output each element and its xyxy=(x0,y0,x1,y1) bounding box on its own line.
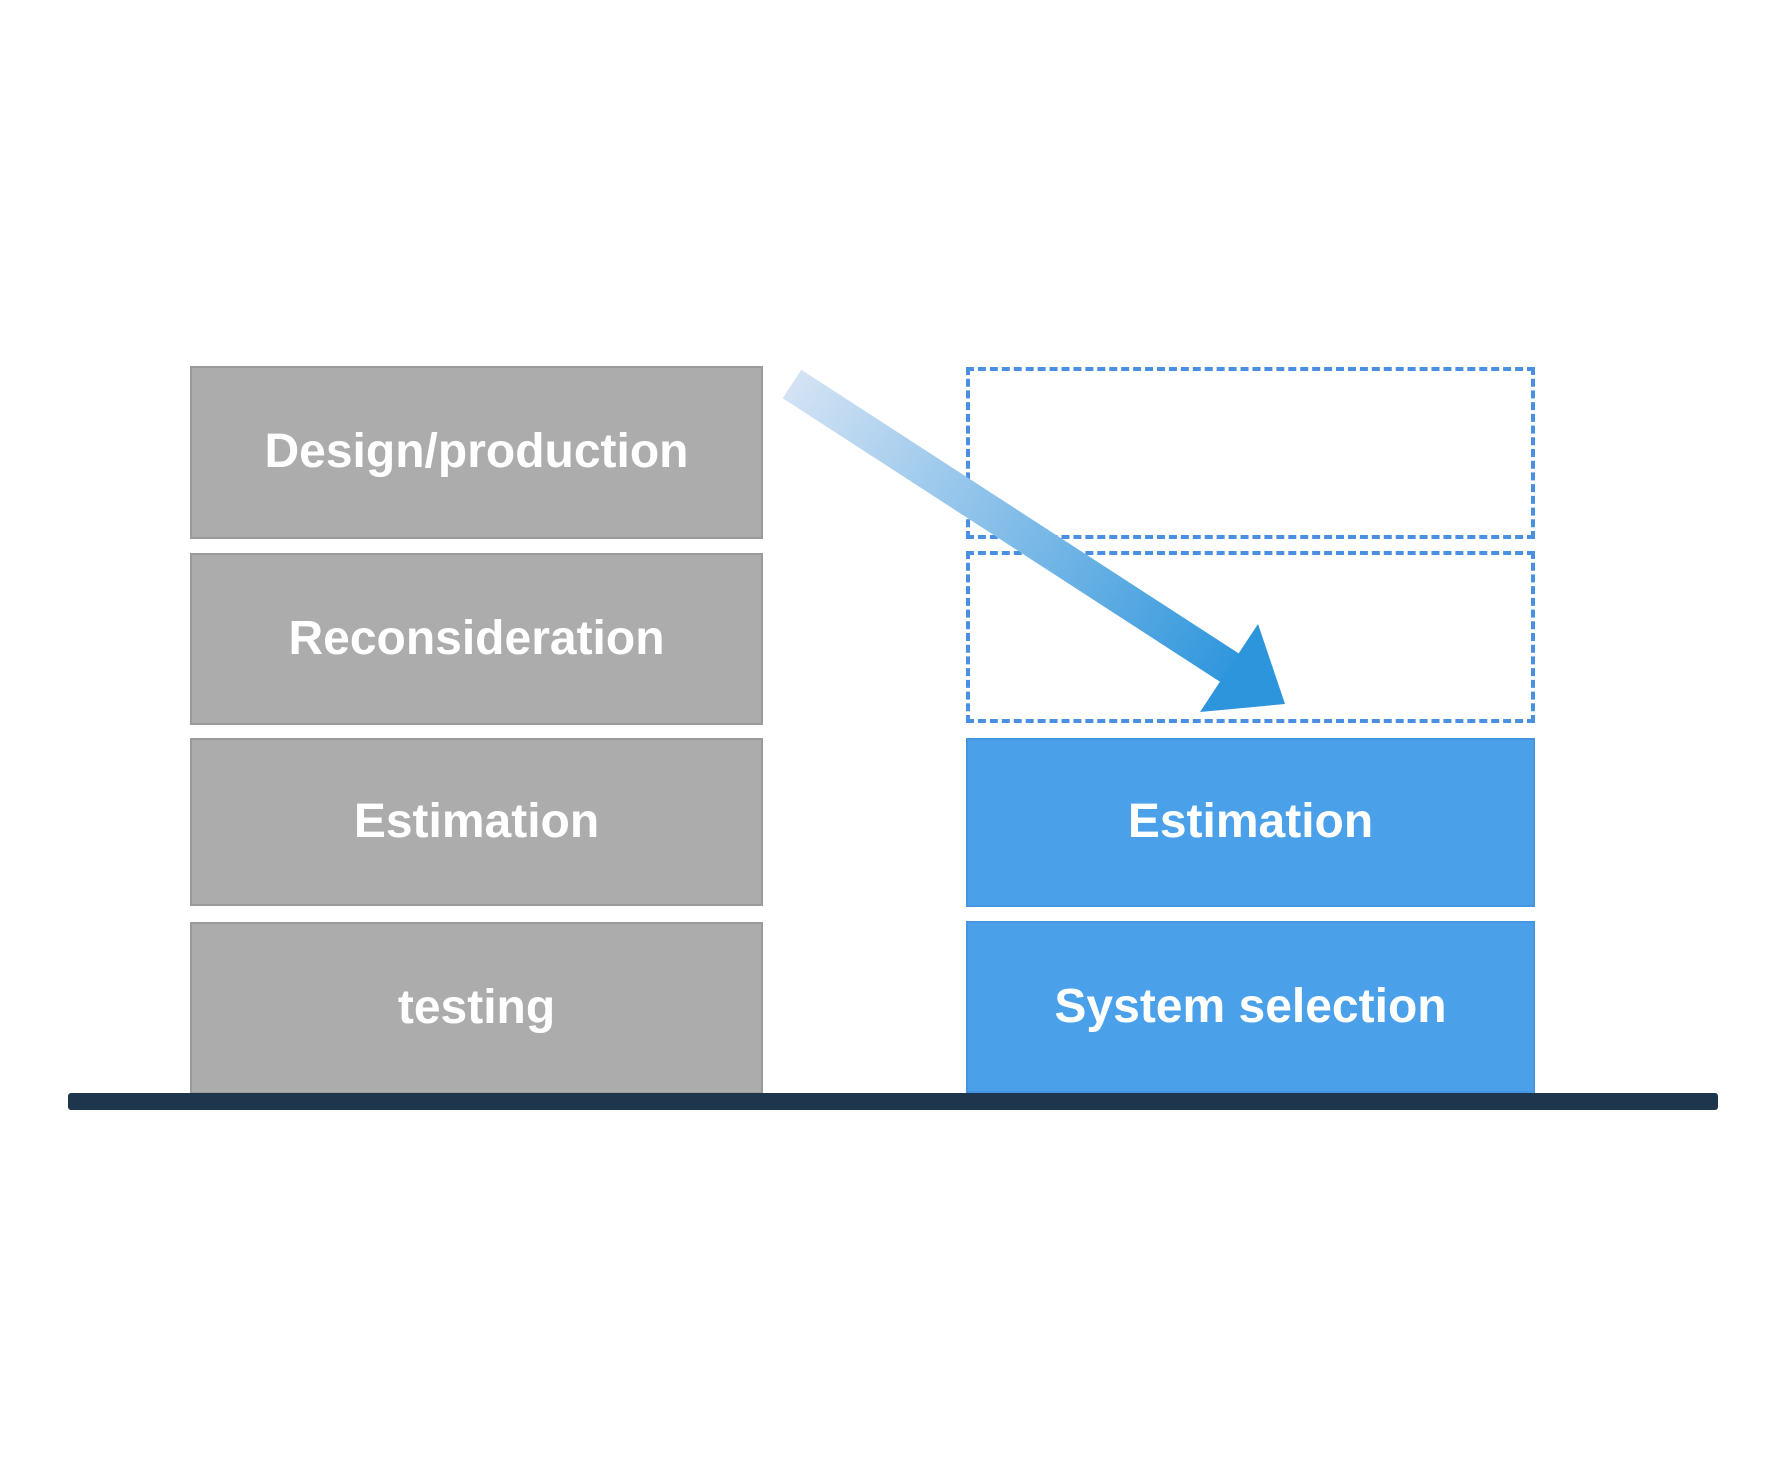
ground-baseline xyxy=(68,1093,1718,1110)
block-label: Reconsideration xyxy=(288,611,665,665)
right-stack-block-system-selection: System selection xyxy=(966,921,1535,1093)
block-label: Estimation xyxy=(1127,795,1374,849)
right-stack-empty-slot-1 xyxy=(966,367,1535,539)
block-label: Design/production xyxy=(264,425,689,479)
block-label: Estimation xyxy=(353,794,600,848)
right-stack-block-estimation: Estimation xyxy=(966,738,1535,907)
left-stack-block-design-production: Design/production xyxy=(190,366,763,539)
left-stack-block-testing: testing xyxy=(190,922,763,1094)
block-label: testing xyxy=(397,980,556,1034)
left-stack-block-reconsideration: Reconsideration xyxy=(190,553,763,725)
block-label: System selection xyxy=(1054,979,1447,1033)
right-stack-empty-slot-2 xyxy=(966,551,1535,723)
left-stack-block-estimation: Estimation xyxy=(190,738,763,906)
